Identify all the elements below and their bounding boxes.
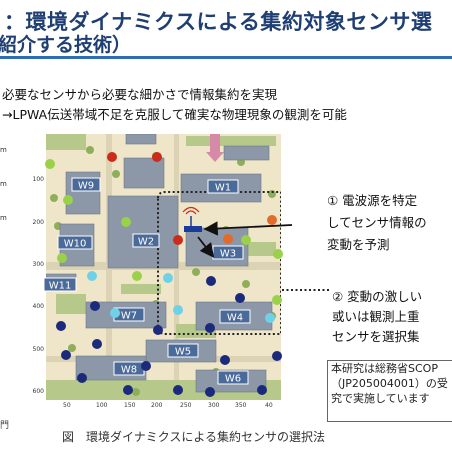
y-tick-label: 400: [32, 303, 44, 310]
sensor-nodes: [45, 152, 283, 397]
sensor-node: [90, 301, 100, 311]
bullet-2: →LPWA伝送帯域不足を克服して確実な物理現象の観測を可能: [2, 107, 347, 122]
y-tick-label: 200: [32, 219, 44, 226]
building-label: W2: [138, 237, 154, 248]
annotation-1-line2: してセンサ情報の: [327, 215, 427, 230]
building-label: W1: [215, 183, 231, 194]
sensor-node: [273, 249, 283, 259]
annotation-2-line3: センサを選択集: [332, 329, 420, 344]
building-w5: W5: [167, 343, 199, 358]
sensor-node: [61, 350, 71, 360]
x-tick-label: 150: [124, 402, 136, 409]
building-w8: W8: [113, 361, 145, 376]
sensor-node: [87, 271, 97, 281]
annotation-1-line1: ① 電波源を特定: [327, 193, 418, 208]
slide-title: ：環境ダイナミクスによる集約対象センサ選 紹介する技術）: [0, 4, 452, 54]
y-tick-label: 100: [32, 176, 44, 183]
slide-title-line1: ：環境ダイナミクスによる集約対象センサ選: [4, 10, 433, 34]
building-label: W9: [78, 181, 94, 192]
unit-label: m: [0, 146, 7, 154]
sensor-node: [235, 293, 245, 303]
sensor-node: [257, 385, 267, 395]
sensor-node: [110, 308, 120, 318]
building-label: W4: [227, 313, 243, 324]
building-labels: W1 W2 W3 W4 W5 W6 W7 W8: [43, 177, 251, 385]
funding-note-line3: 究で実施しています: [331, 392, 430, 405]
building-w3: W3: [212, 245, 244, 260]
sensor-node: [205, 323, 215, 333]
building-w4: W4: [219, 309, 251, 324]
funding-note-box: 本研究は総務省SCOP （JP205004001）の受 究で実施しています: [327, 360, 452, 422]
y-tick-label: 500: [32, 346, 44, 353]
sensor-node: [272, 351, 282, 361]
sensor-node: [206, 276, 216, 286]
building-label: W3: [220, 249, 236, 260]
sensor-node: [241, 235, 251, 245]
sensor-node: [152, 152, 162, 162]
building-label: W7: [121, 311, 137, 322]
sensor-node: [265, 313, 275, 323]
sensor-node: [45, 159, 55, 169]
building-w1: W1: [207, 179, 239, 194]
funding-note-line2: （JP205004001）の受: [331, 377, 448, 390]
sensor-node: [220, 355, 230, 365]
sensor-node: [163, 273, 173, 283]
sensor-node: [107, 152, 117, 162]
campus-map: [46, 134, 281, 400]
sensor-node: [63, 195, 73, 205]
x-tick-label: 100: [96, 402, 108, 409]
building-w10: W10: [57, 235, 93, 250]
building-label: W6: [225, 374, 241, 385]
sensor-node: [173, 305, 183, 315]
x-tick-label: 250: [180, 402, 192, 409]
sensor-node: [173, 235, 183, 245]
sensor-node: [77, 373, 87, 383]
entrance-arrow: [206, 134, 224, 162]
x-tick-label: 350: [235, 402, 247, 409]
pointer-arrow: [203, 221, 293, 236]
sensor-node: [205, 387, 215, 397]
x-tick-label: 200: [151, 402, 163, 409]
sensor-node: [92, 339, 102, 349]
logo-fragment: 門: [0, 421, 10, 431]
building-label: W11: [49, 281, 72, 292]
title-divider: [0, 56, 452, 59]
annotation-1-line3: 変動を予測: [327, 237, 390, 252]
funding-note-line1: 本研究は総務省SCOP: [331, 362, 438, 375]
sensor-node: [267, 215, 277, 225]
building-w2: W2: [132, 233, 160, 248]
sensor-node: [57, 253, 67, 263]
building-w11: W11: [43, 277, 77, 292]
bullet-1: 必要なセンサから必要な細かさで情報集約を実現: [2, 87, 278, 102]
radio-source-icon: [182, 206, 202, 232]
building-label: W10: [64, 239, 87, 250]
sensor-node: [123, 385, 133, 395]
building-w6: W6: [217, 370, 249, 385]
building-w9: W9: [71, 177, 101, 192]
figure-caption: 図 環境ダイナミクスによる集約センサの選択法: [62, 430, 326, 444]
sensor-node: [141, 361, 151, 371]
sensor-node: [223, 234, 233, 244]
y-tick-label: 600: [32, 388, 44, 395]
unit-label: m: [0, 180, 7, 188]
annotation-2-line1: ② 変動の激しい: [332, 289, 423, 304]
y-tick-label: 300: [32, 261, 44, 268]
x-tick-label: 300: [208, 402, 220, 409]
slide-title-line2: 紹介する技術）: [0, 34, 132, 54]
pointer-arrow: [197, 236, 215, 258]
building-label: W8: [121, 365, 137, 376]
building-label: W5: [175, 347, 191, 358]
x-tick-label: 40: [265, 402, 273, 409]
sensor-node: [121, 217, 131, 227]
sensor-node: [272, 295, 282, 305]
sensor-node: [153, 325, 163, 335]
sensor-node: [56, 321, 66, 331]
sensor-node: [132, 271, 142, 281]
annotation-2-line2: 或いは観測上重: [332, 309, 420, 324]
x-tick-label: 50: [63, 402, 71, 409]
sensor-node: [173, 385, 183, 395]
unit-label: m: [0, 214, 7, 222]
